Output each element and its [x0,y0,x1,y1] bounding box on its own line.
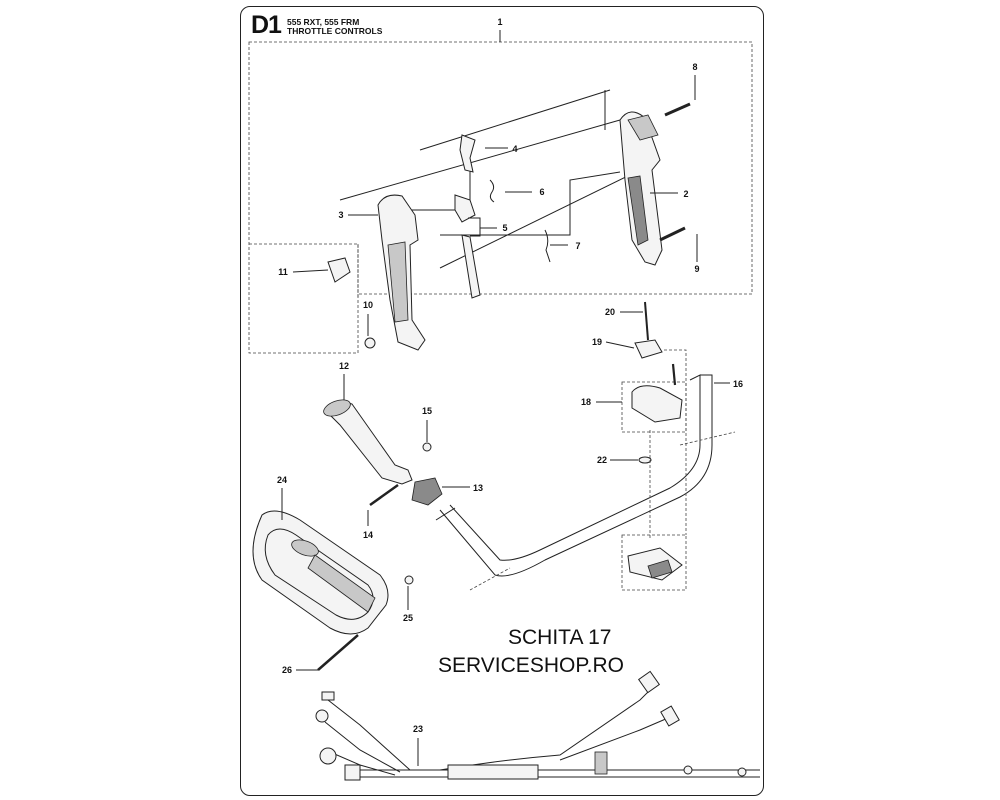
callout-18: 18 [580,397,592,407]
handlebar-part-16 [435,374,736,591]
callout-14: 14 [362,530,374,540]
throttle-rod [461,234,481,299]
spring-6 [489,179,495,203]
callout-23: 23 [412,724,424,734]
screw-26 [317,634,359,671]
watermark-schita: SCHITA 17 [508,626,612,649]
clamp-13 [411,477,443,506]
callout-25: 25 [402,613,414,623]
callout-11: 11 [278,267,288,277]
nut-25 [404,575,414,585]
spring-7 [544,229,551,263]
watermark-site: SERVICESHOP.RO [438,654,624,677]
nut-15 [422,442,432,452]
callout-8: 8 [692,62,698,72]
grip-part-12 [323,399,413,485]
callout-16: 16 [732,379,744,389]
group-1-outline [248,41,753,354]
right-handle-part [619,111,663,266]
callout-5: 5 [502,223,508,233]
callout-24: 24 [276,475,288,485]
callout-22: 22 [596,455,608,465]
wiring-harness-part-23 [315,670,760,781]
plate-19 [634,339,663,359]
section-title: THROTTLE CONTROLS [287,26,383,36]
bracket-18 [631,385,683,423]
page-frame [240,6,764,796]
switch-11 [327,257,351,283]
screw-14 [369,483,399,507]
callout-1: 1 [497,17,503,27]
callout-3: 3 [338,210,344,220]
callout-4: 4 [512,144,518,154]
screw-9 [659,226,686,242]
section-code: D1 [251,11,282,39]
left-handle-part [377,194,426,351]
callout-7: 7 [575,241,581,251]
nut-10 [364,337,376,349]
screw-8 [664,102,691,117]
bolt-20 [644,301,649,341]
callout-10: 10 [362,300,374,310]
callout-13: 13 [472,483,484,493]
lockout-part-4 [459,134,476,173]
callout-6: 6 [539,187,545,197]
callout-15: 15 [421,406,433,416]
corrugated-sleeve [447,764,539,780]
washer-22 [638,456,652,464]
callout-2: 2 [683,189,689,199]
callout-12: 12 [338,361,350,371]
callout-26: 26 [281,665,293,675]
lower-bracket-outline [621,349,687,591]
guard-part-24 [252,510,389,635]
model-title: 555 RXT, 555 FRM [287,17,360,27]
callout-20: 20 [604,307,616,317]
callout-19: 19 [591,337,603,347]
callout-9: 9 [694,264,700,274]
callout-leaders [281,75,730,766]
bracket-group-outline [621,381,687,433]
